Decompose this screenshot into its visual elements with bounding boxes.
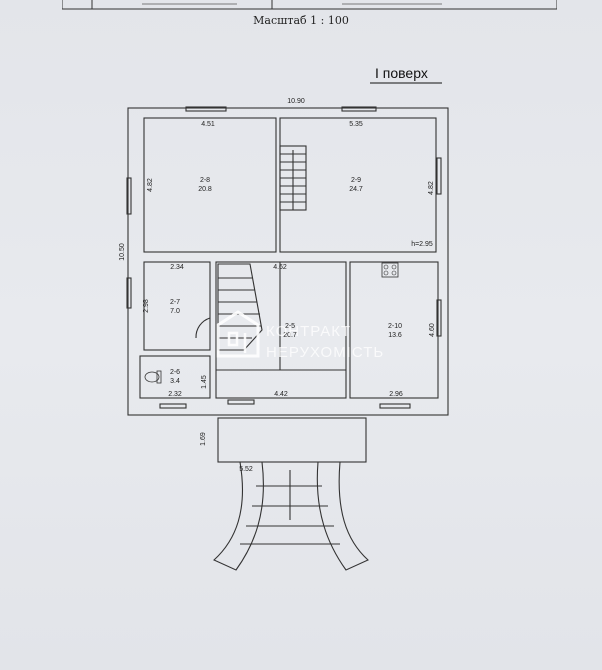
- dim-2-96: 2.96: [389, 391, 403, 398]
- watermark-line2: НЕРУХОМІСТЬ: [266, 344, 384, 361]
- toilet-icon: [144, 370, 162, 384]
- room-2-5-area: 20.7: [283, 332, 297, 339]
- window-marks: [126, 106, 442, 409]
- dim-total-width: 10.90: [287, 98, 305, 105]
- room-2-9-outline: [279, 117, 437, 253]
- dim-5-52: 5.52: [239, 466, 253, 473]
- dim-1-69: 1.69: [200, 432, 207, 446]
- room-2-8-id: 2-8: [200, 177, 210, 184]
- watermark-line1: КОНТРАКТ: [266, 323, 351, 340]
- stove-icon: [381, 262, 399, 278]
- dim-4-60: 4.60: [429, 323, 436, 337]
- header-table-fragment: [62, 0, 557, 10]
- dim-2-32: 2.32: [168, 391, 182, 398]
- dim-2-34: 2.34: [170, 264, 184, 271]
- dim-4-62: 4.62: [273, 264, 287, 271]
- external-steps: [213, 461, 369, 571]
- dim-4-82-right: 4.82: [428, 181, 435, 195]
- room-2-5-id: 2-5: [285, 323, 295, 330]
- room-2-10-id: 2-10: [388, 323, 402, 330]
- room-2-5-outline: [215, 261, 347, 399]
- room-2-9-area: 24.7: [349, 186, 363, 193]
- dimension-labels: 10.90 4.51 5.35 4.82 4.82 h=2.95 10.50 2…: [119, 98, 436, 473]
- dim-total-height: 10.50: [119, 243, 126, 261]
- room-2-7-area: 7.0: [170, 308, 180, 315]
- room-labels: 2-8 20.8 2-9 24.7 2-7 7.0 2-5 20.7 2-10 …: [170, 177, 402, 385]
- dim-4-42: 4.42: [274, 391, 288, 398]
- ceiling-height: h=2.95: [411, 241, 433, 248]
- room-2-7-id: 2-7: [170, 299, 180, 306]
- room-2-6-id: 2-6: [170, 369, 180, 376]
- room-2-10-outline: [349, 261, 439, 399]
- room-2-8-outline: [143, 117, 277, 253]
- outer-wall: [127, 107, 449, 416]
- scale-label: Масштаб 1 : 100: [253, 14, 349, 27]
- stairs: [217, 145, 307, 351]
- room-2-9-id: 2-9: [351, 177, 361, 184]
- room-2-8-area: 20.8: [198, 186, 212, 193]
- room-2-6-outline: [139, 355, 211, 399]
- room-2-7-outline: [143, 261, 211, 351]
- dim-4-82-left: 4.82: [147, 178, 154, 192]
- floor-title: I поверх: [375, 65, 428, 81]
- room-2-6-area: 3.4: [170, 378, 180, 385]
- dim-4-51: 4.51: [201, 121, 215, 128]
- door-swing: [195, 317, 211, 339]
- room-2-10-area: 13.6: [388, 332, 402, 339]
- dim-2-98: 2.98: [143, 299, 150, 313]
- dim-5-35: 5.35: [349, 121, 363, 128]
- watermark: КОНТРАКТ НЕРУХОМІСТЬ: [216, 310, 384, 361]
- porch-outline: [217, 417, 367, 463]
- dim-1-45: 1.45: [201, 375, 208, 389]
